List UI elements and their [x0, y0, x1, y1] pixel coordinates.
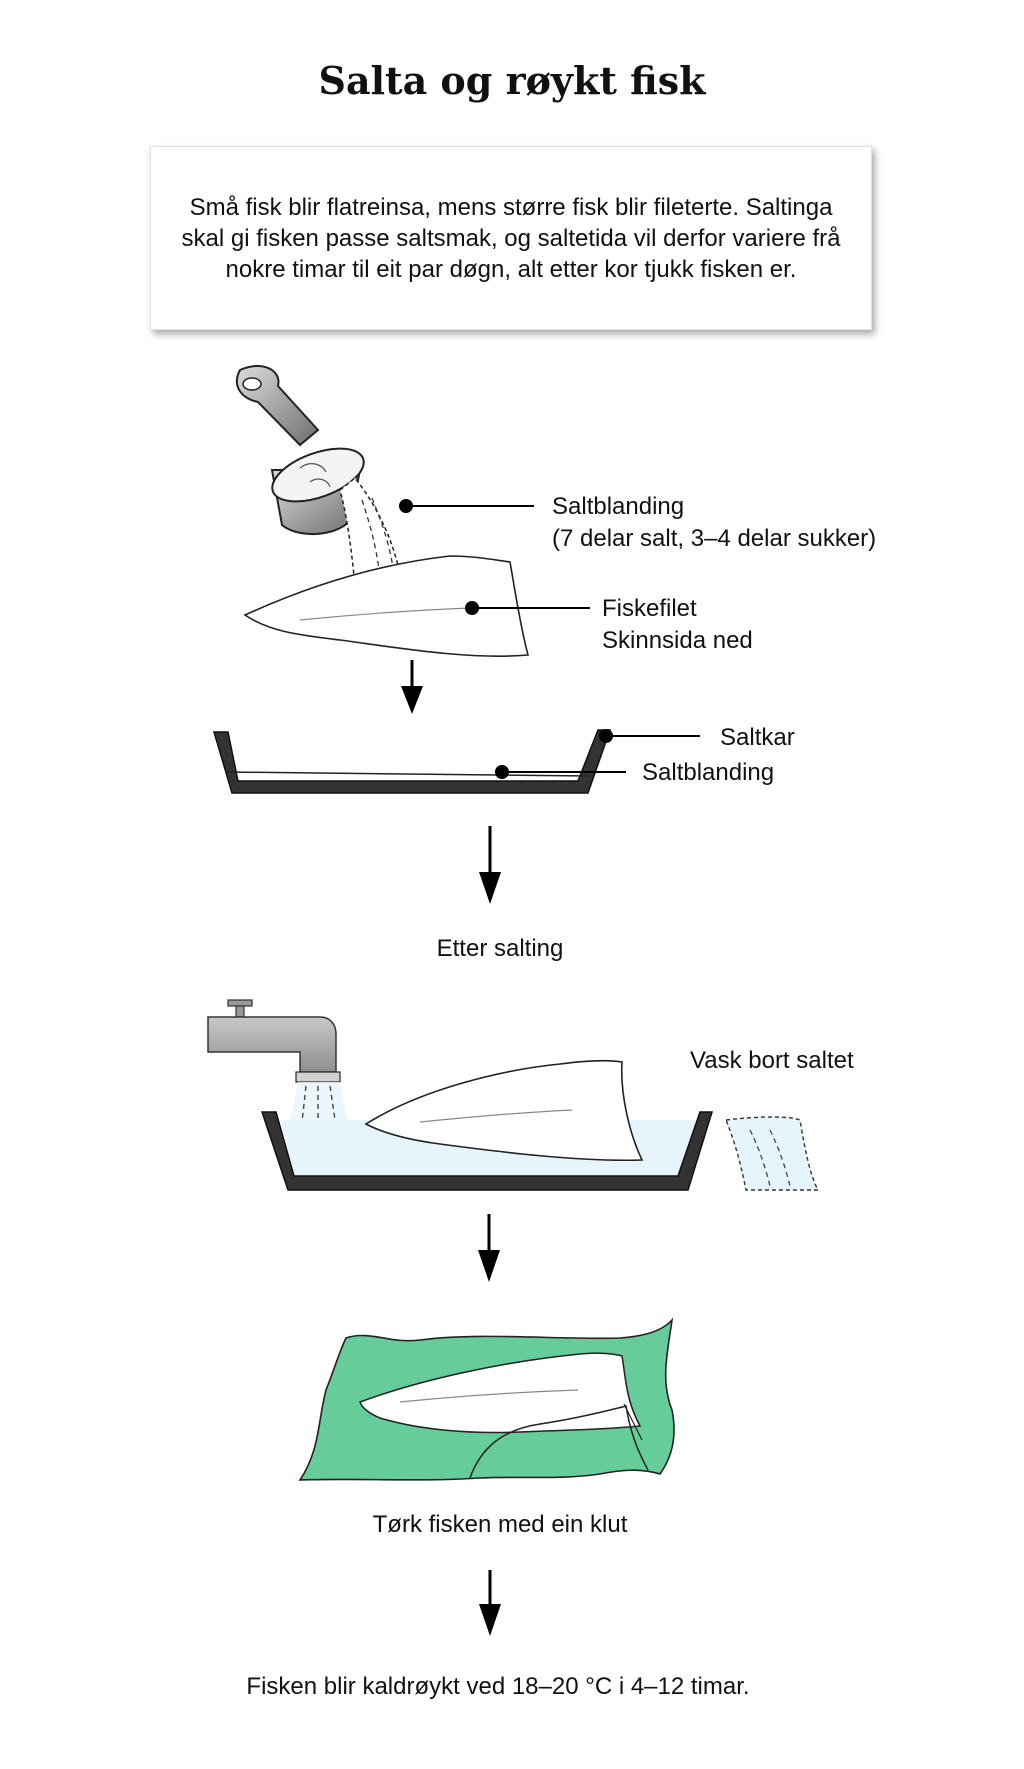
intro-box: Små fisk blir flatreinsa, mens større fi… — [150, 146, 872, 330]
fish-fillet-washing-icon — [364, 1059, 644, 1162]
leader-saltblanding-tub — [495, 765, 626, 779]
step-etter-salting: Etter salting — [437, 935, 564, 962]
salt-scoop-icon — [235, 365, 365, 536]
label-saltblanding-tub: Saltblanding — [642, 759, 774, 786]
arrow-down-icon — [478, 1214, 500, 1282]
step-tork: Tørk fisken med ein klut — [373, 1511, 628, 1538]
step-roykt: Fisken blir kaldrøykt ved 18–20 °C i 4–1… — [246, 1673, 749, 1700]
cloth-drying-icon — [298, 1317, 675, 1481]
salt-tub-icon — [212, 729, 612, 794]
arrow-down-icon — [401, 660, 423, 714]
leader-saltblanding — [399, 499, 534, 513]
label-saltkar: Saltkar — [720, 724, 795, 751]
intro-text: Små fisk blir flatreinsa, mens større fi… — [181, 193, 841, 283]
leader-fiskefilet — [465, 601, 590, 615]
arrow-down-icon — [479, 826, 501, 904]
arrow-down-icon — [479, 1570, 501, 1636]
label-saltblanding-ratio: (7 delar salt, 3–4 delar sukker) — [552, 525, 876, 552]
leader-saltkar — [599, 729, 700, 743]
fish-fillet-icon — [243, 555, 530, 657]
label-saltblanding: Saltblanding — [552, 493, 684, 520]
label-fiskefilet: Fiskefilet — [602, 595, 697, 622]
step-vask: Vask bort saltet — [690, 1047, 854, 1074]
label-skinnsida: Skinnsida ned — [602, 627, 753, 654]
page-title: Salta og røykt fisk — [318, 58, 706, 103]
water-tap-icon — [207, 999, 341, 1083]
